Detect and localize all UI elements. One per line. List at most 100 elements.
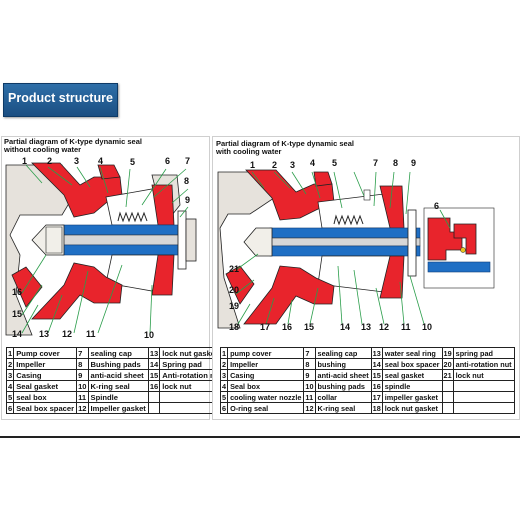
right-callout-6: 6	[434, 201, 440, 211]
right-callout-10: 10	[422, 322, 433, 332]
legend-num: 13	[370, 347, 383, 359]
legend-num: 9	[303, 369, 316, 381]
legend-label: cooling water nozzle	[227, 391, 305, 403]
right-callout-4: 4	[310, 158, 316, 168]
legend-label: K-ring seal	[314, 402, 372, 414]
legend-label: Seal box	[227, 380, 305, 392]
left-seal-drawing	[5, 162, 197, 336]
legend-label: pump cover	[227, 347, 305, 359]
left-callout-16: 16	[12, 287, 23, 297]
legend-num: 17	[370, 391, 383, 403]
legend-num: 12	[76, 402, 89, 414]
right-callout-7: 7	[373, 158, 379, 168]
legend-num	[441, 391, 454, 403]
legend-num: 1	[219, 347, 229, 359]
legend-label: Bushing pads	[87, 358, 149, 370]
left-callout-8: 8	[184, 176, 190, 186]
legend-label: spring pad	[452, 347, 515, 359]
right-callout-8: 8	[393, 158, 399, 168]
legend-num: 2	[219, 358, 229, 370]
left-caption-line1: Partial diagram of K-type dynamic seal	[4, 137, 142, 146]
left-callout-9: 9	[185, 195, 191, 205]
legend-label: water seal ring	[381, 347, 443, 359]
left-caption-line2: without cooling water	[4, 145, 82, 154]
left-callout-13: 13	[39, 329, 50, 339]
right-callout-19: 19	[229, 301, 240, 311]
legend-label: Spindle	[87, 391, 149, 403]
legend-label: Seal gasket	[13, 380, 78, 392]
left-callout-15: 15	[12, 309, 23, 319]
legend-label: collar	[314, 391, 372, 403]
right-callout-1: 1	[250, 160, 256, 170]
legend-num: 14	[370, 358, 383, 370]
legend-num: 4	[5, 380, 15, 392]
legend-num: 14	[147, 358, 161, 370]
legend-label: anti-acid sheet	[87, 369, 149, 381]
legend-num: 5	[5, 391, 15, 403]
legend-label: Impeller gasket	[87, 402, 149, 414]
legend-label: seal box spacer	[381, 358, 443, 370]
legend-num	[441, 402, 454, 414]
left-callout-2: 2	[47, 156, 53, 166]
right-caption-line1: Partial diagram of K-type dynamic seal	[216, 139, 354, 148]
legend-label: anti-acid sheet	[314, 369, 372, 381]
legend-label: lock nut	[452, 369, 515, 381]
left-callout-14: 14	[12, 329, 23, 339]
legend-num: 20	[441, 358, 454, 370]
right-callout-12: 12	[379, 322, 390, 332]
product-structure-banner: Product structure	[3, 83, 118, 117]
left-callout-7: 7	[185, 156, 191, 166]
legend-num: 11	[303, 391, 316, 403]
right-callout-18: 18	[229, 322, 240, 332]
legend-num	[441, 380, 454, 392]
right-callout-9: 9	[411, 158, 417, 168]
legend-num	[147, 391, 161, 403]
left-callout-4: 4	[98, 156, 104, 166]
legend-num: 13	[147, 347, 161, 359]
legend-num: 3	[5, 369, 15, 381]
legend-num: 11	[76, 391, 89, 403]
right-callout-16: 16	[282, 322, 293, 332]
legend-label	[452, 380, 515, 392]
right-callout-5: 5	[332, 158, 338, 168]
legend-label: Casing	[13, 369, 78, 381]
legend-label: Pump cover	[13, 347, 78, 359]
legend-label: impeller gasket	[381, 391, 443, 403]
legend-label: bushing pads	[314, 380, 372, 392]
legend-label: Casing	[227, 369, 305, 381]
legend-num: 1	[5, 347, 15, 359]
legend-num: 15	[370, 369, 383, 381]
legend-num: 6	[219, 402, 229, 414]
legend-num: 16	[147, 380, 161, 392]
legend-num: 9	[76, 369, 89, 381]
right-caption-line2: with cooling water	[216, 147, 282, 156]
legend-num: 16	[370, 380, 383, 392]
right-callout-21: 21	[229, 264, 240, 274]
legend-num: 12	[303, 402, 316, 414]
right-callout-17: 17	[260, 322, 271, 332]
legend-num: 3	[219, 369, 229, 381]
legend-label: O-ring seal	[227, 402, 305, 414]
left-callout-11: 11	[86, 329, 96, 339]
right-callout-3: 3	[290, 160, 296, 170]
left-callout-6: 6	[165, 156, 171, 166]
legend-num: 10	[76, 380, 89, 392]
right-callout-2: 2	[272, 160, 278, 170]
right-callout-20: 20	[229, 285, 240, 295]
legend-num: 6	[5, 402, 15, 414]
legend-num: 21	[441, 369, 454, 381]
legend-num: 4	[219, 380, 229, 392]
legend-num: 10	[303, 380, 316, 392]
legend-num: 18	[370, 402, 383, 414]
legend-label: anti-rotation nut	[452, 358, 515, 370]
legend-label: lock nut gasket	[381, 402, 443, 414]
left-callout-5: 5	[130, 157, 136, 167]
legend-num: 2	[5, 358, 15, 370]
legend-label: sealing cap	[314, 347, 372, 359]
